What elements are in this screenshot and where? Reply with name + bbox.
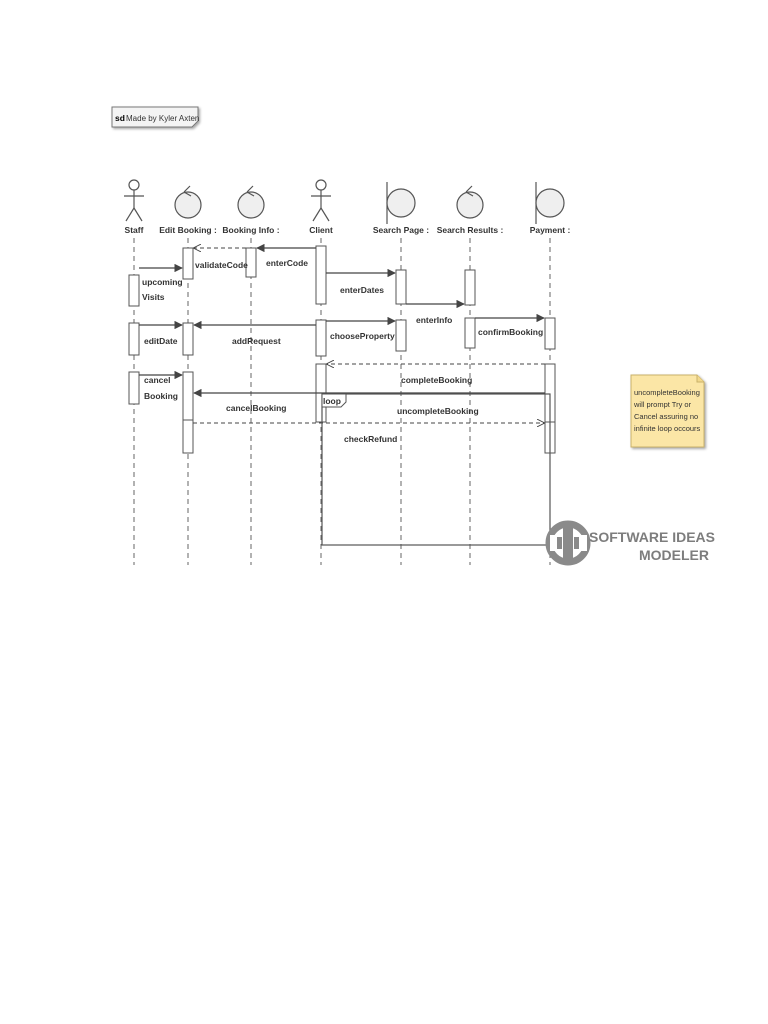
activation-bars	[128, 245, 556, 454]
booking-info-control-icon	[237, 185, 265, 219]
activation-staff-3	[128, 371, 140, 405]
participant-label-staff: Staff	[125, 225, 144, 235]
logo-text-line-2: MODELER	[639, 547, 709, 563]
activation-staff-2	[128, 322, 140, 356]
participant-label-search-page: Search Page :	[373, 225, 429, 235]
edit-booking-control-icon	[174, 185, 202, 219]
note-line-4: infinite loop occours	[634, 424, 701, 433]
frame-title: Made by Kyler Axten	[126, 114, 199, 123]
frame-tag: sd	[115, 113, 125, 123]
search-page-boundary-icon	[386, 182, 416, 224]
message-label-confirm-booking: confirmBooking	[478, 327, 543, 337]
payment-boundary-icon	[535, 182, 565, 224]
message-label-check-refund: checkRefund	[344, 434, 397, 444]
message-label-complete-booking: completeBooking	[401, 375, 472, 385]
note-line-2: will prompt Try or	[633, 400, 692, 409]
message-label-enter-code: enterCode	[266, 258, 308, 268]
activation-search-page-2	[395, 319, 407, 352]
activation-edit-booking-2	[182, 322, 194, 356]
activation-edit-booking-4	[182, 419, 194, 454]
message-label-upcoming-1: upcoming	[142, 277, 183, 287]
activation-client-2	[315, 319, 327, 357]
software-ideas-modeler-logo: SOFTWARE IDEAS MODELER	[545, 520, 715, 566]
messages: enterCode validateCode upcoming Visits e…	[139, 243, 545, 444]
note-line-3: Cancel assuring no	[634, 412, 698, 421]
message-label-cancel-booking: cancelBooking	[226, 403, 286, 413]
note: uncompleteBooking will prompt Try or Can…	[630, 374, 705, 448]
logo-text-line-1: SOFTWARE IDEAS	[589, 529, 715, 545]
note-line-1: uncompleteBooking	[634, 388, 700, 397]
activation-search-results-2	[464, 317, 476, 349]
participant-label-booking-info: Booking Info :	[222, 225, 279, 235]
activation-staff-1	[128, 274, 140, 307]
activation-booking-info	[245, 247, 257, 278]
participant-label-payment: Payment :	[530, 225, 571, 235]
loop-fragment: loop	[321, 393, 551, 546]
participant-label-search-results: Search Results :	[437, 225, 504, 235]
frame-title-tab: sd Made by Kyler Axten	[111, 106, 199, 128]
search-results-control-icon	[456, 185, 484, 219]
activation-payment-1	[544, 317, 556, 350]
message-label-enter-dates: enterDates	[340, 285, 384, 295]
message-label-enter-info: enterInfo	[416, 315, 452, 325]
message-label-edit-date: editDate	[144, 336, 178, 346]
participant-label-client: Client	[309, 225, 333, 235]
loop-operator-label: loop	[323, 396, 341, 406]
activation-search-results-1	[464, 269, 476, 306]
message-label-uncomplete-booking: uncompleteBooking	[397, 406, 479, 416]
message-label-cancel-1: cancel	[144, 375, 170, 385]
participant-label-edit-booking: Edit Booking :	[159, 225, 217, 235]
message-label-cancel-2: Booking	[144, 391, 178, 401]
activation-edit-booking-1	[182, 247, 194, 280]
client-actor-icon	[311, 179, 331, 222]
message-label-add-request: addRequest	[232, 336, 281, 346]
logo-mark-icon	[545, 520, 591, 566]
message-label-validate-code: validateCode	[195, 260, 248, 270]
activation-client-1	[315, 245, 327, 305]
activation-search-page-1	[395, 269, 407, 305]
message-label-choose-property: chooseProperty	[330, 331, 395, 341]
message-label-upcoming-2: Visits	[142, 292, 165, 302]
staff-actor-icon	[124, 179, 144, 222]
activation-edit-booking-3	[182, 371, 194, 421]
